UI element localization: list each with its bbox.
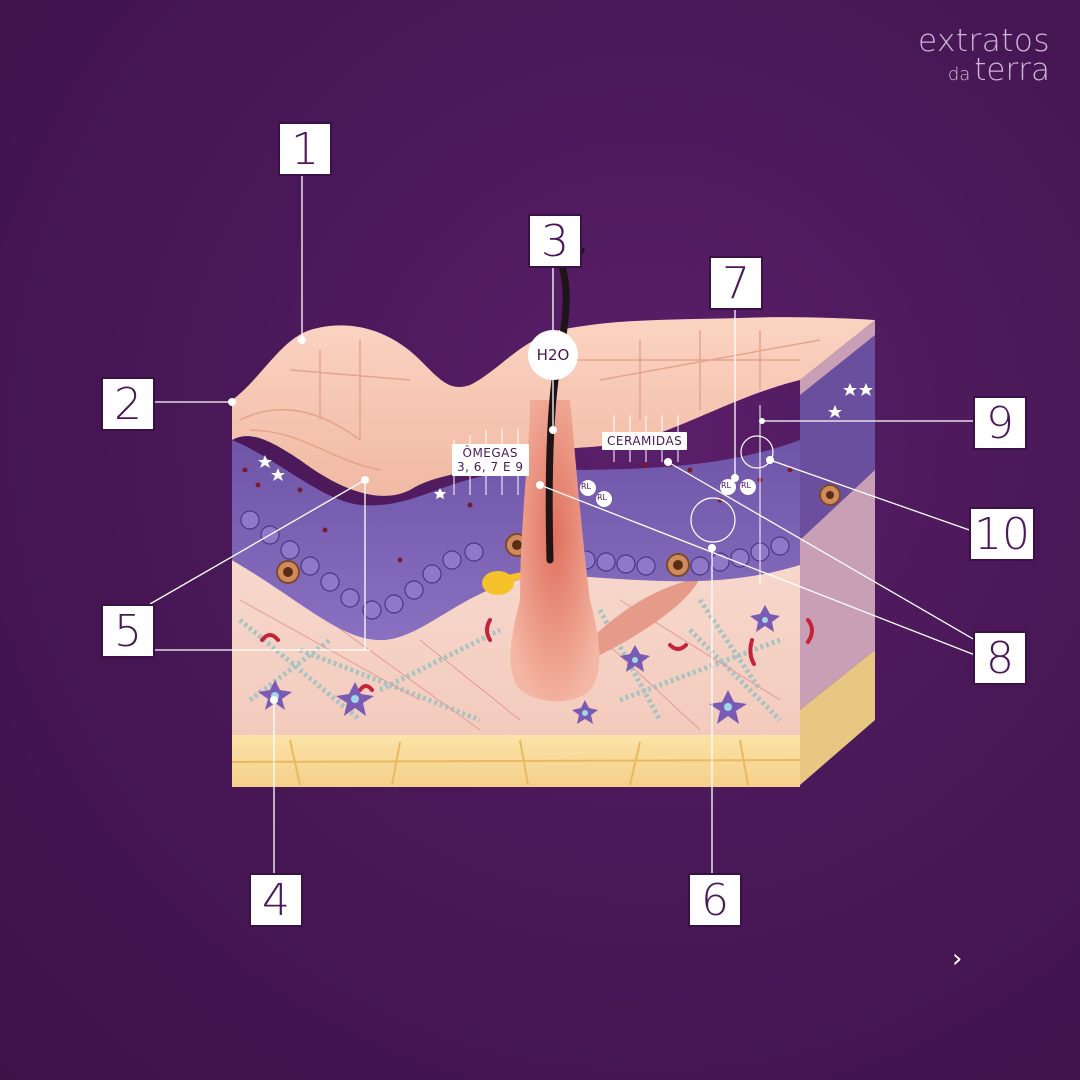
callout-9: 9: [973, 396, 1027, 450]
h2o-badge: H2O: [528, 330, 578, 380]
radical-ring-10: [740, 435, 774, 469]
rl-label: RL: [581, 482, 592, 491]
logo-terra: terra: [974, 52, 1050, 88]
antioxidant-stars: [258, 383, 873, 499]
callout-3: 3: [528, 214, 582, 268]
callout-10: 10: [969, 507, 1035, 561]
block-side-face: [800, 320, 875, 785]
ceramidas-tag: CERAMIDAS: [602, 432, 688, 450]
next-slide-arrow[interactable]: ›: [952, 944, 963, 974]
leader-dots: [228, 336, 774, 704]
callout-7: 7: [709, 256, 763, 310]
rl-label: RL: [741, 481, 752, 490]
callout-6: 6: [688, 873, 742, 927]
free-radicals: [580, 479, 756, 507]
radical-ring-6: [690, 497, 736, 543]
omegas-numbers: 3, 6, 7 E 9: [457, 460, 524, 474]
fat-cells: [231, 739, 801, 786]
callout-5: 5: [101, 604, 155, 658]
callout-1: 1: [278, 122, 332, 176]
callout-8: 8: [973, 631, 1027, 685]
corneum-texture: [239, 330, 821, 471]
callout-4: 4: [249, 873, 303, 927]
logo-da: da: [947, 64, 971, 85]
melanocytes: [276, 484, 841, 584]
epidermis-cells: [240, 510, 790, 620]
leader-lines: [149, 172, 976, 875]
rl-label: RL: [721, 481, 732, 490]
fibroblast-nuclei: [271, 617, 768, 716]
omegas-tag: ÔMEGAS 3, 6, 7 E 9: [452, 444, 529, 476]
capillaries: [260, 618, 814, 692]
arrector-pili-muscle: [590, 578, 700, 655]
logo-line-1: extratos: [917, 23, 1050, 59]
rl-label: RL: [597, 493, 608, 502]
callout-2: 2: [101, 377, 155, 431]
omegas-title: ÔMEGAS: [462, 446, 519, 460]
